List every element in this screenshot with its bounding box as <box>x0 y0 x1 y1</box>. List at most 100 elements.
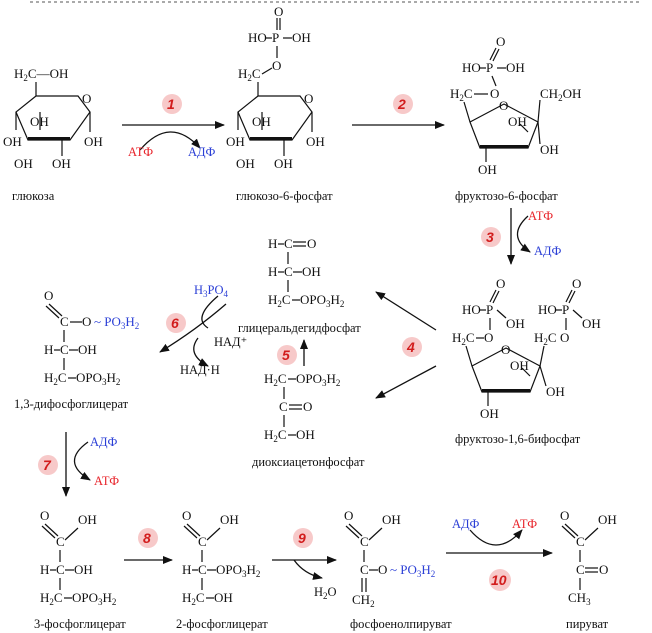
svg-text:OH: OH <box>506 316 525 331</box>
step-8-badge: 8 <box>138 528 158 548</box>
svg-text:P: P <box>272 30 279 45</box>
svg-text:8: 8 <box>143 530 151 546</box>
svg-text:C: C <box>56 534 65 549</box>
svg-text:3: 3 <box>486 229 494 245</box>
svg-text:P: P <box>486 60 493 75</box>
svg-text:9: 9 <box>298 530 306 546</box>
svg-text:H2C: H2C <box>44 370 67 387</box>
pyruvate-structure: O C OH C O CH3 <box>560 508 617 607</box>
svg-text:O: O <box>560 330 569 345</box>
svg-text:O: O <box>344 508 353 523</box>
svg-text:O: O <box>490 86 499 101</box>
svg-text:OH: OH <box>510 358 529 373</box>
step-1-badge: 1 <box>162 94 182 114</box>
atp-10: АТФ <box>512 517 537 531</box>
svg-text:C: C <box>198 562 207 577</box>
svg-text:~ PO3H2: ~ PO3H2 <box>390 562 435 579</box>
svg-text:H: H <box>268 236 277 251</box>
svg-text:OPO3H2: OPO3H2 <box>76 370 120 387</box>
svg-text:P: P <box>562 302 569 317</box>
svg-text:H2C: H2C <box>268 292 291 309</box>
svg-text:OPO3H2: OPO3H2 <box>296 371 340 388</box>
svg-text:H2C: H2C <box>264 427 287 444</box>
svg-text:O: O <box>572 276 581 291</box>
adp-3: АДФ <box>534 244 562 258</box>
g6p-structure: HO P O OH O H2C O OH OH OH OH OH <box>226 4 325 171</box>
svg-text:C: C <box>198 534 207 549</box>
pg2-structure: O C OH H C OPO3H2 H2C OH <box>182 508 260 607</box>
svg-text:O: O <box>378 562 387 577</box>
svg-text:H2C: H2C <box>450 86 473 103</box>
svg-text:~ PO3H2: ~ PO3H2 <box>94 314 139 331</box>
step-2-badge: 2 <box>393 94 413 114</box>
svg-text:O: O <box>303 399 312 414</box>
svg-text:CH2OH: CH2OH <box>540 86 581 103</box>
svg-text:OH: OH <box>3 134 22 149</box>
svg-text:H: H <box>44 342 53 357</box>
svg-text:OPO3H2: OPO3H2 <box>72 590 116 607</box>
svg-text:O: O <box>182 508 191 523</box>
svg-text:CH2: CH2 <box>352 592 375 609</box>
svg-text:H: H <box>268 264 277 279</box>
svg-text:C: C <box>284 236 293 251</box>
svg-text:C: C <box>576 534 585 549</box>
svg-text:OH: OH <box>302 264 321 279</box>
svg-text:O: O <box>82 314 91 329</box>
svg-text:OH: OH <box>480 406 499 421</box>
step-10-badge: 10 <box>489 569 511 591</box>
svg-text:C: C <box>60 314 69 329</box>
svg-text:5: 5 <box>282 347 290 363</box>
svg-text:O: O <box>501 342 510 357</box>
label-pep: фосфоенолпируват <box>350 617 452 631</box>
svg-text:OH: OH <box>508 114 527 129</box>
svg-text:O: O <box>496 34 505 49</box>
svg-text:OH: OH <box>540 142 559 157</box>
svg-text:C: C <box>60 342 69 357</box>
svg-text:OH: OH <box>546 384 565 399</box>
svg-text:HO: HO <box>462 302 481 317</box>
svg-text:H2C: H2C <box>40 590 63 607</box>
svg-text:O: O <box>484 330 493 345</box>
label-pg3: 3-фосфоглицерат <box>34 617 126 631</box>
pg3-structure: O C OH H C OH H2C OPO3H2 <box>40 508 116 607</box>
svg-text:OH: OH <box>226 134 245 149</box>
svg-text:OH: OH <box>598 512 617 527</box>
h3po4-6: H3PO4 <box>194 283 229 299</box>
svg-text:OH: OH <box>30 114 49 129</box>
svg-text:OH: OH <box>220 512 239 527</box>
svg-text:OH: OH <box>506 60 525 75</box>
svg-text:H2C—OH: H2C—OH <box>14 66 68 83</box>
arrow-step-4-down <box>375 365 437 399</box>
svg-text:H2C: H2C <box>182 590 205 607</box>
curve-step-7 <box>73 441 91 481</box>
step-6-badge: 6 <box>166 313 186 333</box>
arrow-step-6 <box>159 303 227 353</box>
step-5-badge: 5 <box>277 345 297 365</box>
label-g6p: глюкозо-6-фосфат <box>236 189 333 203</box>
atp-1: АТФ <box>128 145 153 159</box>
svg-text:O: O <box>272 58 281 73</box>
curve-step-9 <box>293 559 323 580</box>
svg-text:O: O <box>307 236 316 251</box>
curve-step-10 <box>469 529 523 546</box>
svg-text:O: O <box>599 562 608 577</box>
svg-text:OH: OH <box>52 156 71 171</box>
curve-step-6-out <box>193 337 209 367</box>
svg-text:O: O <box>304 91 313 106</box>
svg-text:O: O <box>496 276 505 291</box>
svg-text:O: O <box>82 91 91 106</box>
adp-1: АДФ <box>188 145 216 159</box>
svg-text:P: P <box>486 302 493 317</box>
svg-text:C: C <box>279 399 288 414</box>
label-dhap: диоксиацетонфосфат <box>252 455 365 469</box>
curve-step-3 <box>516 215 531 253</box>
svg-text:H2C: H2C <box>534 330 557 347</box>
water-9: H2O <box>314 585 337 601</box>
step-9-badge: 9 <box>293 528 313 548</box>
svg-text:OH: OH <box>296 427 315 442</box>
svg-text:C: C <box>56 562 65 577</box>
svg-text:H: H <box>182 562 191 577</box>
svg-text:O: O <box>44 288 53 303</box>
